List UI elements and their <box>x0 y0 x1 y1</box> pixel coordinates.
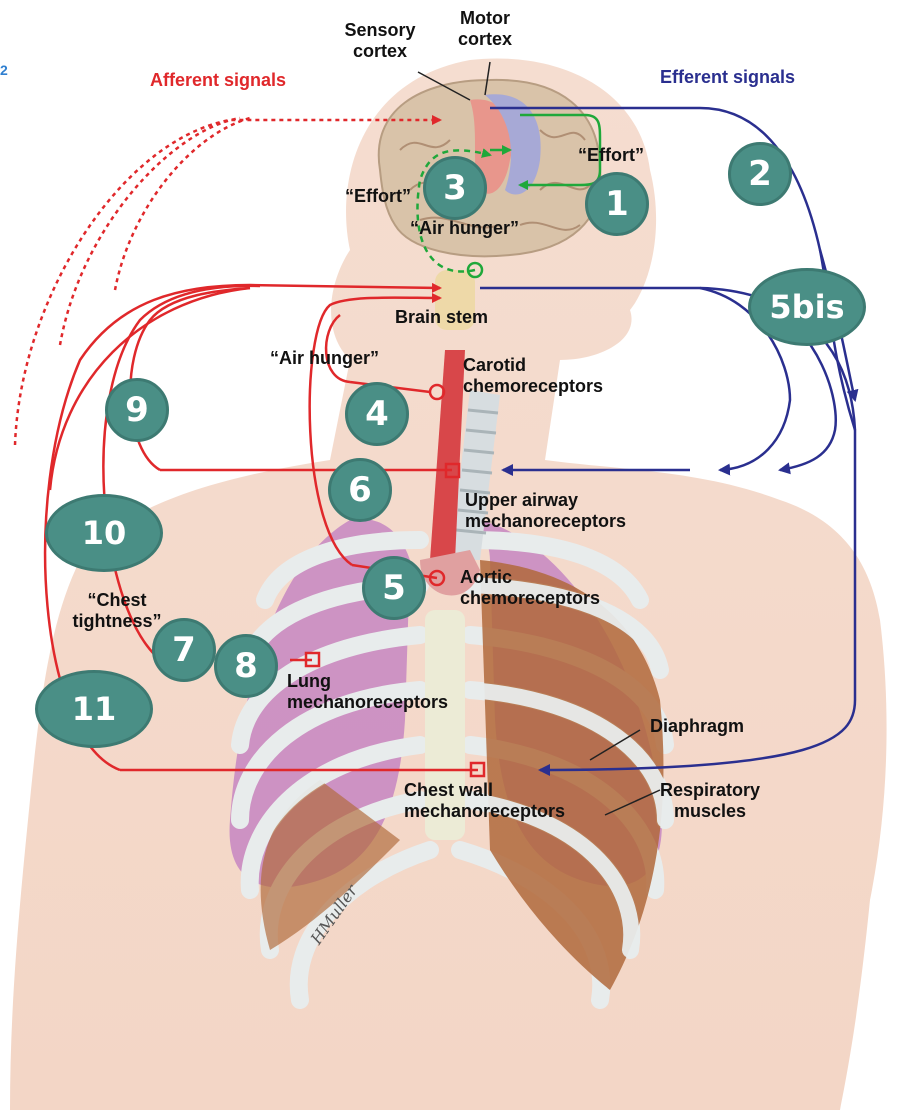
diaphragm-label: Diaphragm <box>650 716 744 737</box>
badge-2: 2 <box>728 142 792 206</box>
efferent-signals-header: Efferent signals <box>660 67 795 88</box>
badge-3: 3 <box>423 156 487 220</box>
badge-7: 7 <box>152 618 216 682</box>
badge-6: 6 <box>328 458 392 522</box>
badge-1: 1 <box>585 172 649 236</box>
carotid-chemoreceptors-label: Carotid chemoreceptors <box>463 355 603 397</box>
badge-5: 5 <box>362 556 426 620</box>
aortic-chemoreceptors-label: Aortic chemoreceptors <box>460 567 600 609</box>
air-hunger-brain-label: “Air hunger” <box>410 218 519 239</box>
respiratory-muscles-label: Respiratory muscles <box>650 780 770 822</box>
afferent-signals-header: Afferent signals <box>150 70 286 91</box>
effort-label-right: “Effort” <box>578 145 644 166</box>
chest-wall-mechanoreceptors-label: Chest wall mechanoreceptors <box>404 780 565 822</box>
sensory-cortex-label: Sensory cortex <box>330 20 430 62</box>
badge-4: 4 <box>345 382 409 446</box>
lung-mechanoreceptors-label: Lung mechanoreceptors <box>287 671 448 713</box>
motor-cortex-label: Motor cortex <box>440 8 530 50</box>
upper-airway-label: Upper airway mechanoreceptors <box>465 490 626 532</box>
badge-8: 8 <box>214 634 278 698</box>
air-hunger-neck-label: “Air hunger” <box>270 348 379 369</box>
badge-10: 10 <box>45 494 163 572</box>
chest-tightness-label: “Chest tightness” <box>62 590 172 632</box>
badge-11: 11 <box>35 670 153 748</box>
badge-9: 9 <box>105 378 169 442</box>
effort-label-left: “Effort” <box>345 186 411 207</box>
badge-5bis: 5bis <box>748 268 866 346</box>
brain-stem-label: Brain stem <box>395 307 488 328</box>
page-marker: 2 <box>0 62 8 78</box>
